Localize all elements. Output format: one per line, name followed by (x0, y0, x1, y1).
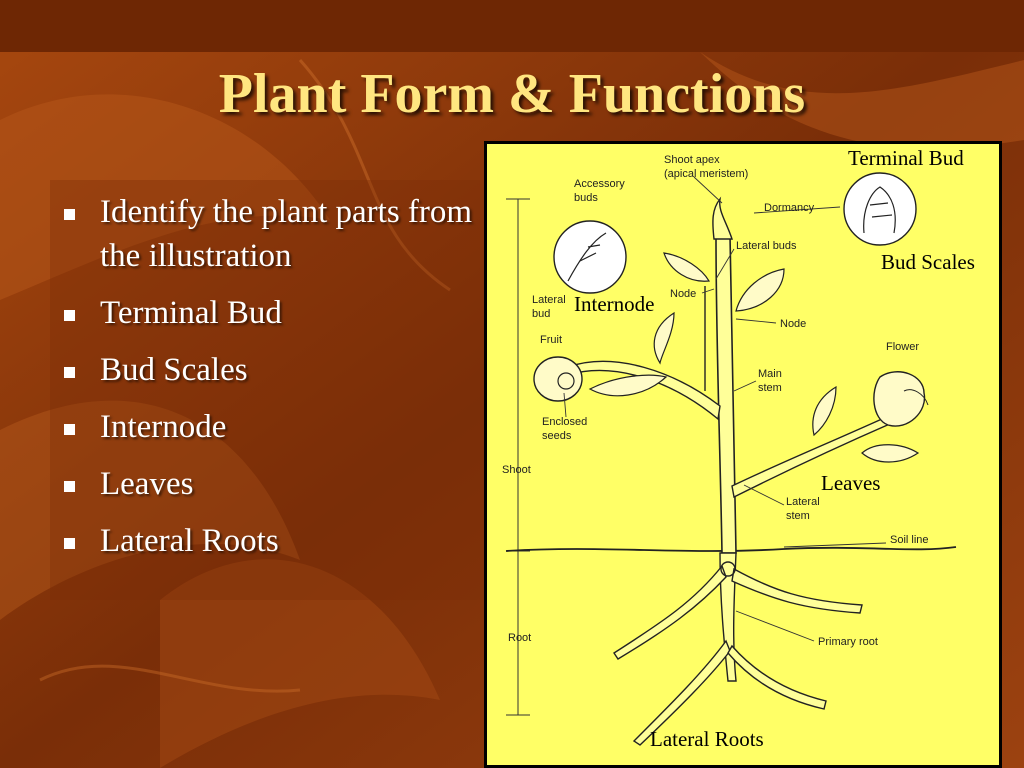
slide-title: Plant Form & Functions (218, 63, 806, 125)
label-accessory-buds: buds (574, 192, 598, 204)
bullet-square-icon (64, 367, 75, 378)
label-lateral-buds: Lateral buds (736, 240, 797, 252)
bullet-list: Identify the plant parts from the illust… (62, 190, 482, 576)
bullet-text: Internode (100, 409, 227, 445)
bullet-text: Lateral Roots (100, 523, 279, 559)
bullet-square-icon (64, 310, 75, 321)
plant-diagram: Shoot apex (apical meristem) Accessory b… (484, 141, 1002, 768)
bullet-item: Bud Scales (62, 348, 482, 392)
overlay-label-terminal-bud: Terminal Bud (848, 146, 964, 170)
label-shoot: Shoot (502, 464, 531, 476)
bullet-text: Leaves (100, 466, 194, 502)
label-lateral-bud: bud (532, 308, 550, 320)
overlay-label-leaves: Leaves (821, 471, 880, 495)
label-accessory-buds: Accessory (574, 178, 625, 190)
bullet-item: Lateral Roots (62, 519, 482, 563)
label-primary-root: Primary root (818, 636, 878, 648)
label-shoot-apex: Shoot apex (664, 154, 720, 166)
label-fruit: Fruit (540, 334, 562, 346)
label-flower: Flower (886, 341, 919, 353)
label-enclosed-seeds: seeds (542, 430, 572, 442)
label-lateral-bud: Lateral (532, 294, 566, 306)
bullet-square-icon (64, 538, 75, 549)
bullet-square-icon (64, 424, 75, 435)
label-root: Root (508, 632, 531, 644)
bullet-item: Internode (62, 405, 482, 449)
bullet-square-icon (64, 209, 75, 220)
label-main-stem: Main (758, 368, 782, 380)
label-dormancy: Dormancy (764, 202, 815, 214)
bullet-text: Terminal Bud (100, 295, 282, 331)
label-lateral-stem: stem (786, 510, 810, 522)
overlay-label-internode: Internode (574, 292, 654, 316)
bullet-item: Identify the plant parts from the illust… (62, 190, 482, 278)
bullet-text: Bud Scales (100, 352, 248, 388)
label-soil-line: Soil line (890, 534, 929, 546)
label-node: Node (780, 318, 806, 330)
overlay-label-bud-scales: Bud Scales (881, 250, 975, 274)
bullet-text: Identify the plant parts from the illust… (100, 194, 473, 274)
label-shoot-apex: (apical meristem) (664, 168, 748, 180)
label-main-stem: stem (758, 382, 782, 394)
overlay-label-lateral-roots: Lateral Roots (650, 727, 764, 751)
bullet-item: Leaves (62, 462, 482, 506)
bullet-item: Terminal Bud (62, 291, 482, 335)
label-lateral-stem: Lateral (786, 496, 820, 508)
bullet-square-icon (64, 481, 75, 492)
label-node-top: Node (670, 288, 696, 300)
label-enclosed-seeds: Enclosed (542, 416, 587, 428)
